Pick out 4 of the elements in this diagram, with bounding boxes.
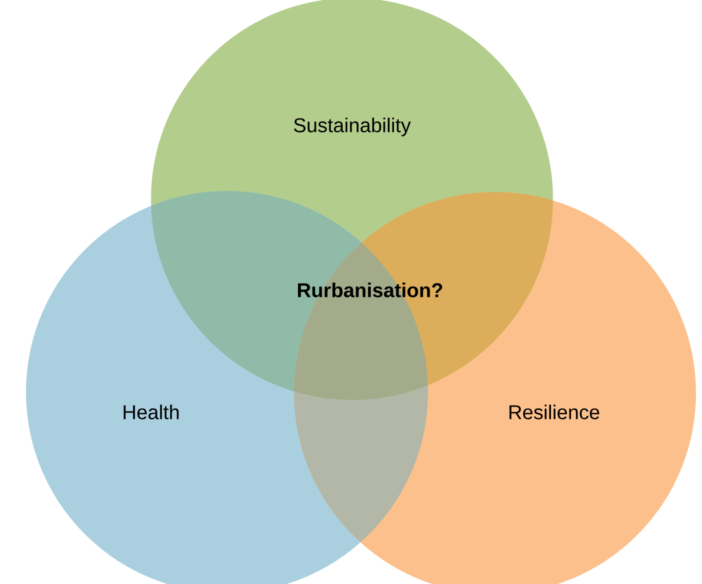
circle-label: Sustainability <box>294 118 411 136</box>
circle-label: Resilience <box>510 404 600 420</box>
center-label: Rurbanisation? <box>298 282 442 298</box>
circle-label: Health <box>124 404 179 420</box>
